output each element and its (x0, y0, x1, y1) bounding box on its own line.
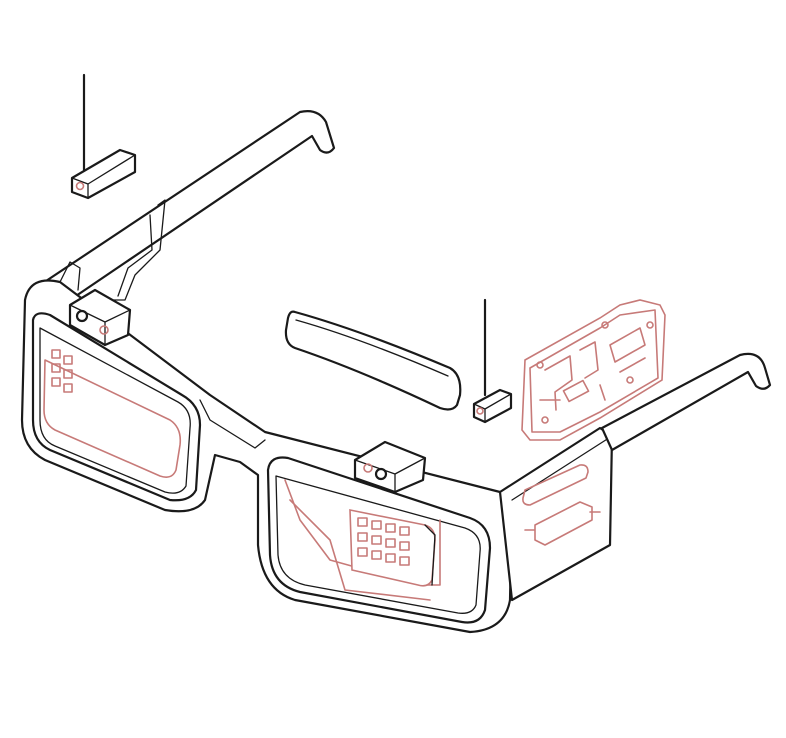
right-hinge-module (498, 426, 614, 602)
camera-lens-icon (374, 467, 388, 481)
circuit-board (521, 299, 666, 441)
display-grid (357, 517, 410, 566)
antenna-module-left (70, 73, 137, 200)
left-camera-module (68, 288, 132, 347)
detached-display-bar (284, 310, 462, 411)
camera-lens-icon (75, 309, 89, 323)
right-temple-arm (600, 352, 772, 452)
center-camera-module (353, 440, 427, 494)
antenna-module-right (472, 298, 513, 424)
left-temple-arm (38, 110, 336, 302)
right-lens-display (284, 479, 441, 601)
sensor-icon (99, 325, 109, 335)
sensor-icon (363, 463, 373, 473)
left-lens-display (43, 349, 182, 478)
